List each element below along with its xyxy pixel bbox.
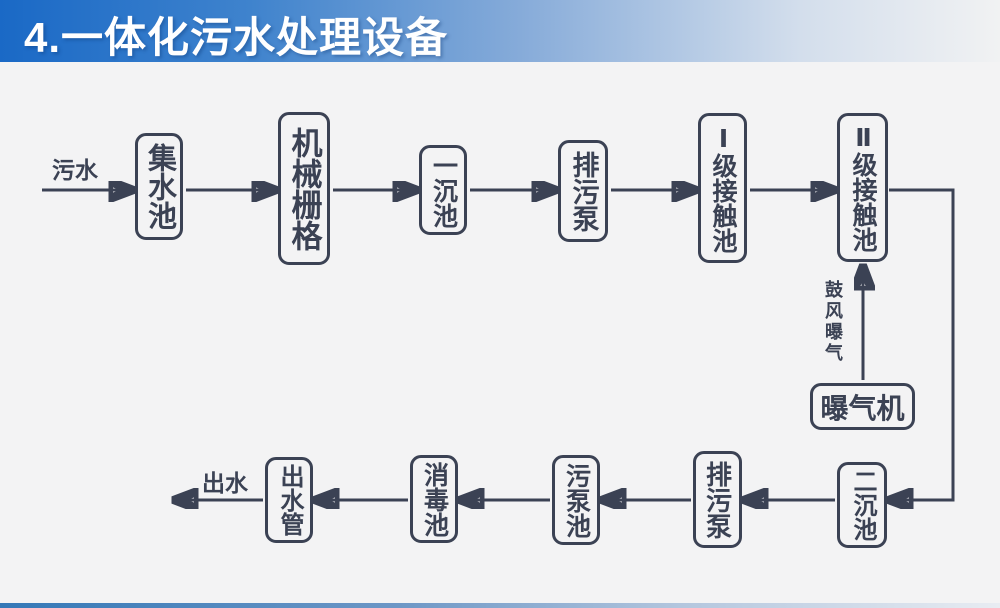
outflow-label: 出水 <box>202 470 248 496</box>
flow-box-mechanical-grille: 机械栅格 <box>278 112 330 265</box>
flow-box-label: 一沉池 <box>429 152 458 228</box>
flow-box-secondary-sedimentation-tank: 二沉池 <box>837 462 887 548</box>
flow-box-disinfection-tank: 消毒池 <box>410 455 458 543</box>
inflow-label: 污水 <box>52 157 98 183</box>
slide-header: 4.一体化污水处理设备 <box>0 0 1000 62</box>
flow-box-aerator: 曝气机 <box>810 383 915 430</box>
flow-box-contact-tank-1: Ⅰ级接触池 <box>698 113 747 263</box>
flow-box-label: 消毒池 <box>420 461 449 537</box>
flow-box-outlet-pipe: 出水管 <box>265 457 313 543</box>
flow-box-label: 污泵池 <box>562 462 591 538</box>
bottom-accent-bar <box>0 603 1000 608</box>
page-title: 4.一体化污水处理设备 <box>24 14 449 61</box>
flow-box-label: 集水池 <box>143 143 176 230</box>
flow-box-sewage-pump-bottom: 排污泵 <box>693 451 742 548</box>
flow-box-contact-tank-2: Ⅱ级接触池 <box>837 113 888 262</box>
arrow-elbow-right <box>889 188 955 500</box>
flow-box-label: 二沉池 <box>849 469 876 541</box>
flow-box-sludge-pump-tank: 污泵池 <box>552 455 600 545</box>
flow-box-label: Ⅱ级接触池 <box>849 123 877 252</box>
flow-box-label: 排污泵 <box>568 150 599 232</box>
flow-box-primary-sedimentation-tank: 一沉池 <box>419 145 467 235</box>
flow-box-label: Ⅰ级接触池 <box>709 123 737 253</box>
flow-box-collection-tank: 集水池 <box>135 133 183 240</box>
flow-box-label: 机械栅格 <box>286 126 322 251</box>
flow-box-label: 排污泵 <box>702 460 733 539</box>
flow-box-label: 出水管 <box>276 464 303 536</box>
aeration-label: 鼓风曝气 <box>823 279 843 364</box>
flow-box-label: 曝气机 <box>820 392 905 424</box>
flow-box-sewage-pump-top: 排污泵 <box>558 140 608 242</box>
